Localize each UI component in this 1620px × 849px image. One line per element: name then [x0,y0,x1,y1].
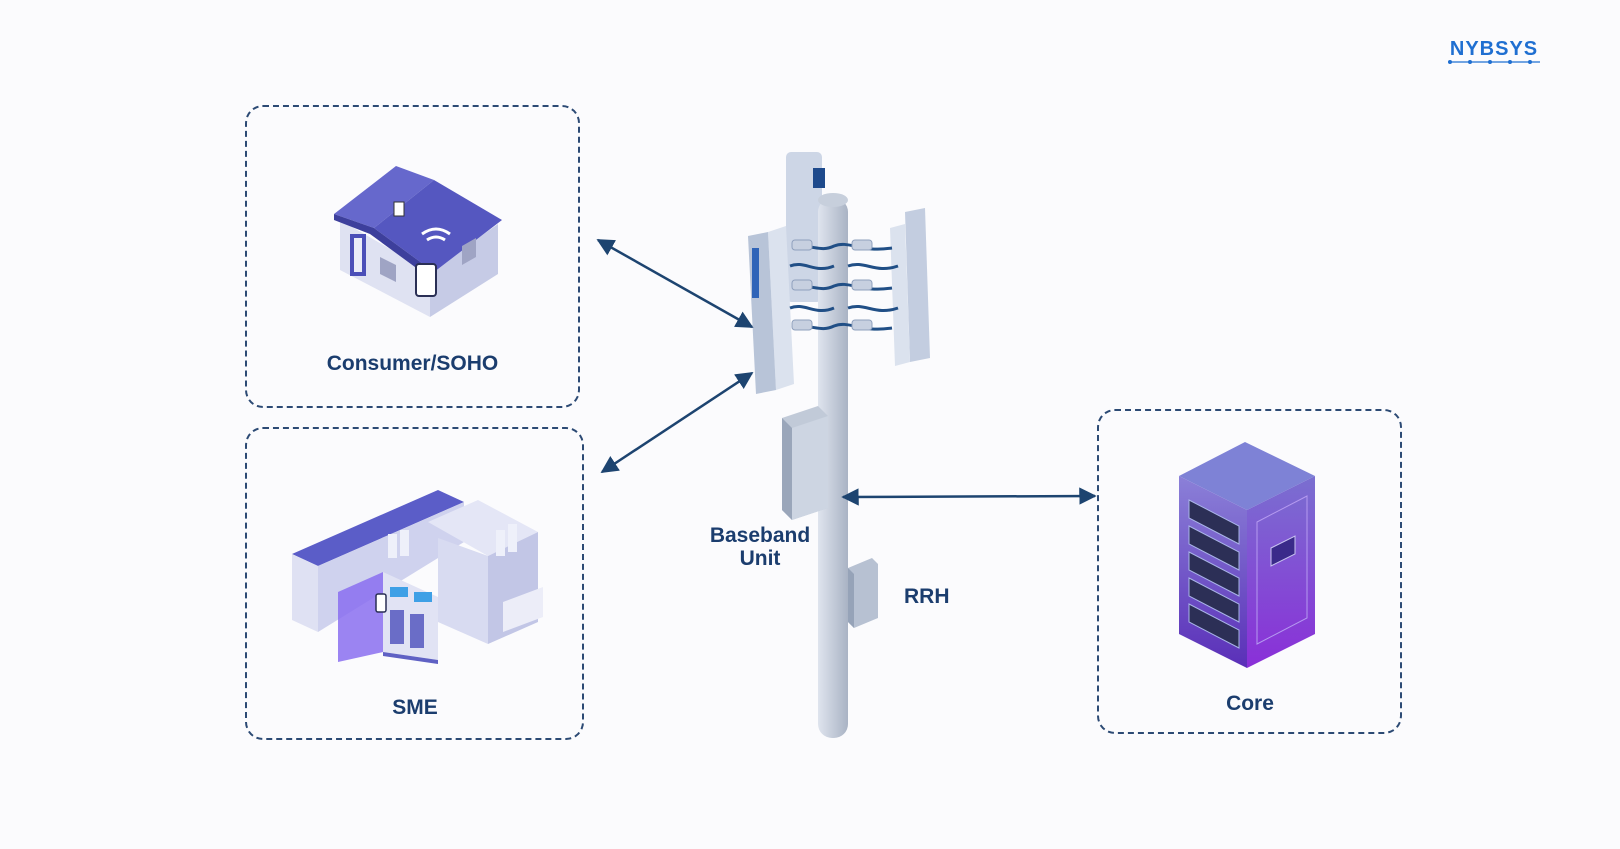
sme-label: SME [392,696,438,719]
rrh-label: RRH [904,585,950,608]
baseband-label-line2: Unit [739,547,781,570]
brand-logo-circuit-icon [1448,60,1540,64]
cell-tower-icon [748,152,930,738]
baseband-label-line1: Baseband [709,524,811,547]
core-box [1097,409,1402,734]
factory-icon [292,490,543,664]
consumer-box [245,105,580,408]
arrow-consumer-antenna [596,238,754,329]
consumer-label: Consumer/SOHO [326,352,499,375]
brand-logo: NYBSYS [1449,38,1539,60]
arrow-sme-antenna [600,371,754,474]
house-icon [334,166,502,317]
core-label: Core [1226,692,1274,715]
arrow-baseband-core [841,487,1097,506]
baseband-label: Baseband Unit [690,524,830,570]
sme-box [245,427,584,740]
server-rack-icon [1179,442,1315,668]
